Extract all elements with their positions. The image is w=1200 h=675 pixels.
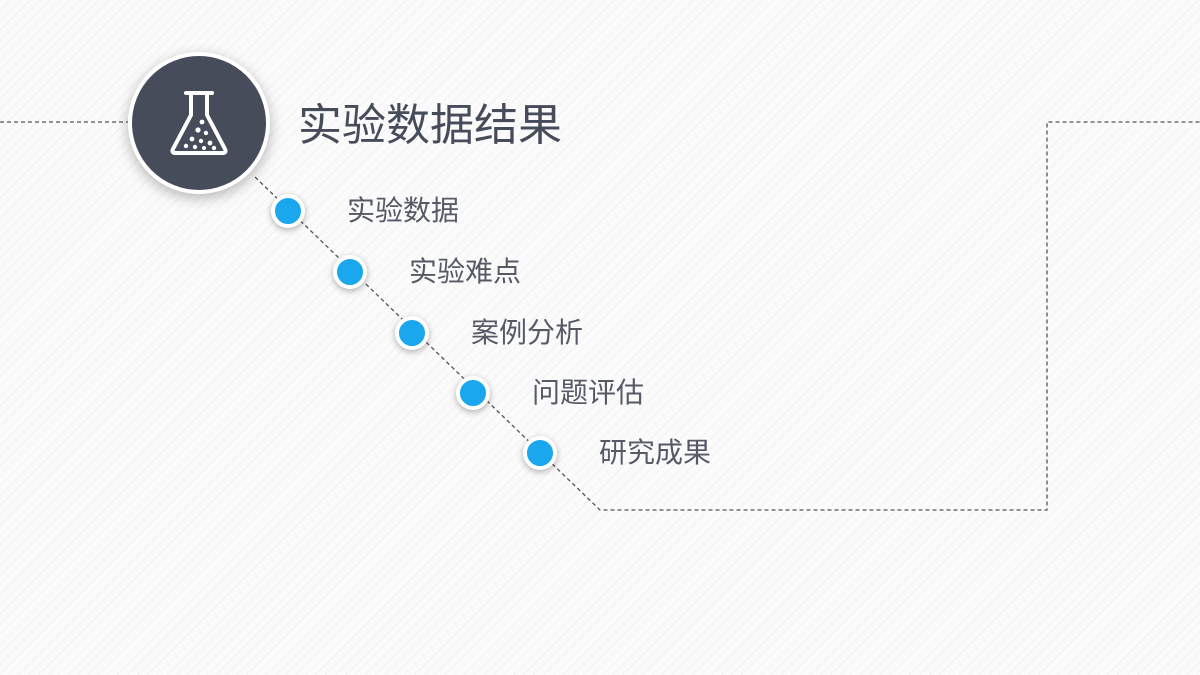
bullet-dot-icon: [333, 255, 367, 289]
list-item-3[interactable]: 案例分析: [395, 315, 583, 351]
list-item-label: 问题评估: [532, 376, 645, 409]
list-item-label: 研究成果: [599, 436, 712, 469]
list-item-1[interactable]: 实验数据: [271, 193, 459, 229]
connector-diagonal-path: [254, 121, 1200, 511]
list-item-2[interactable]: 实验难点: [333, 254, 521, 290]
list-item-label: 案例分析: [471, 316, 584, 349]
bullet-dot-icon: [523, 436, 557, 470]
list-item-4[interactable]: 问题评估: [456, 375, 644, 411]
list-item-label: 实验数据: [347, 194, 460, 227]
header-icon-circle: [128, 52, 270, 194]
list-item-label: 实验难点: [409, 255, 522, 288]
bullet-dot-icon: [395, 316, 429, 350]
bullet-dot-icon: [271, 194, 305, 228]
page-title: 实验数据结果: [298, 100, 562, 151]
list-item-5[interactable]: 研究成果: [523, 435, 711, 471]
bullet-dot-icon: [456, 376, 490, 410]
flask-icon: [170, 91, 228, 155]
